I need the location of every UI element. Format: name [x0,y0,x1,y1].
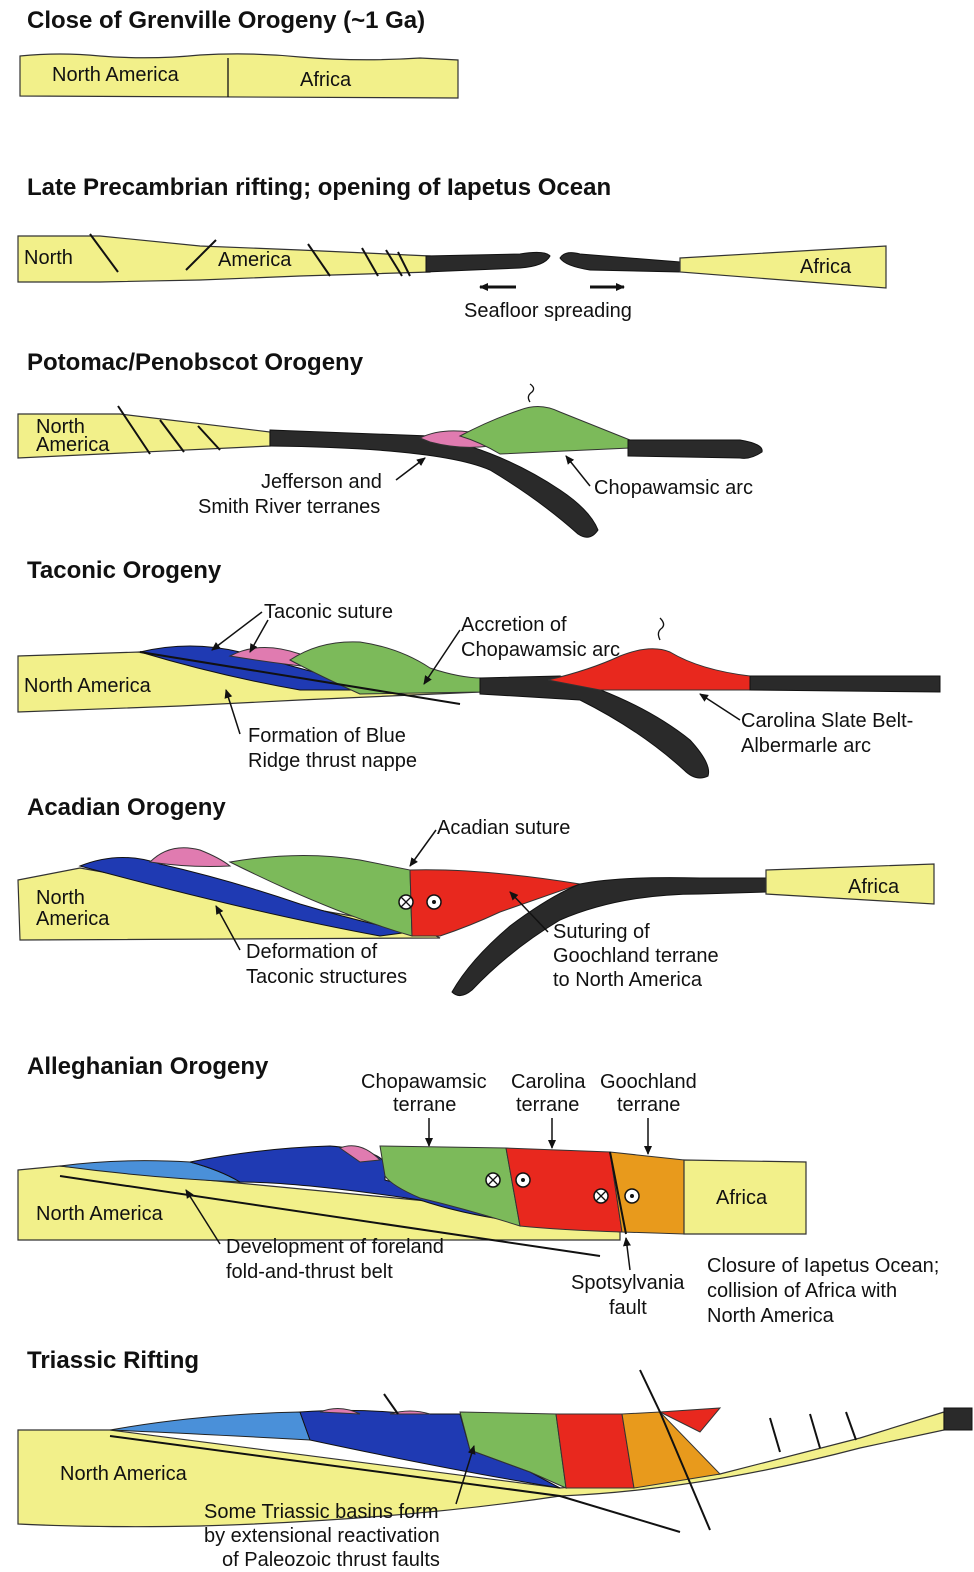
america-label: America [218,249,292,271]
taconic-suture-label: Taconic suture [264,601,393,623]
spotsylvania-label-2: fault [609,1297,647,1319]
rift-fault-1 [770,1418,780,1452]
basins-label-2: by extensional reactivation [204,1525,440,1547]
deformation-label-1: Deformation of [246,941,378,963]
panel-taconic: Taconic Orogeny Taconic suture Accretion… [18,557,940,778]
accretion-label-1: Accretion of [461,614,567,636]
carolina-pointer [700,694,740,720]
goochland-terrane-label-2: terrane [617,1094,680,1116]
panel-title: Alleghanian Orogeny [27,1053,269,1080]
volcano-symbol [528,384,533,402]
border-fault-left [384,1394,398,1414]
goochland-terrane [610,1152,684,1234]
north-label: North [24,247,73,269]
ocean-crust-right [560,253,680,272]
jefferson-label-2: Smith River terranes [198,496,380,518]
america-label: America [36,434,110,456]
rift-fault-3 [846,1412,856,1440]
panel-potomac: Potomac/Penobscot Orogeny North America … [18,349,762,537]
suturing-label-2: Goochland terrane [553,945,719,967]
panel-acadian: Acadian Orogeny Acadian suture North Ame… [18,794,934,996]
taconic-pink [150,848,230,867]
chopawamsic-terrane-label-1: Chopawamsic [361,1071,487,1093]
north-america-label: North America [52,64,180,86]
chopawamsic-arc-label: Chopawamsic arc [594,477,753,499]
north-america-label: North America [60,1463,188,1485]
jefferson-pointer [396,458,425,480]
carolina-terrane [556,1414,634,1488]
toward-dot-1 [521,1178,525,1182]
panel-grenville: Close of Grenville Orogeny (~1 Ga) North… [20,7,458,98]
closure-label-3: North America [707,1305,835,1327]
accretion-label-2: Chopawamsic arc [461,639,620,661]
carolina-terrane-label-1: Carolina [511,1071,586,1093]
deformation-label-2: Taconic structures [246,966,407,988]
carolina-label-1: Carolina Slate Belt- [741,710,913,732]
basins-label-1: Some Triassic basins form [204,1501,439,1523]
spotsylvania-label-1: Spotsylvania [571,1272,685,1294]
africa-crust [680,246,886,288]
blue-ridge-label-1: Formation of Blue [248,725,406,747]
africa-label: Africa [300,69,352,91]
ocean-crust-right [944,1408,972,1430]
ocean-crust-right [628,440,762,458]
africa-label: Africa [848,876,900,898]
goochland-terrane-label-1: Goochland [600,1071,697,1093]
spotsylvania-pointer [626,1238,630,1270]
jefferson-label-1: Jefferson and [261,471,382,493]
panel-title: Close of Grenville Orogeny (~1 Ga) [27,7,425,34]
chopawamsic-terrane-label-2: terrane [393,1094,456,1116]
volcano-symbol [658,618,663,640]
suturing-label-3: to North America [553,969,703,991]
chopawamsic-pointer [566,456,590,486]
north-america-label: North America [24,675,152,697]
ocean-crust-right [750,676,940,692]
north-america-label: North America [36,1203,164,1225]
america-label: America [36,908,110,930]
foreland-label-2: fold-and-thrust belt [226,1261,393,1283]
panel-triassic: Triassic Rifting North America Some Tria… [18,1347,972,1571]
ocean-crust-left [426,252,550,272]
acadian-suture-pointer [410,830,436,866]
foreland-label-1: Development of foreland [226,1236,444,1258]
panel-title: Taconic Orogeny [27,557,222,584]
carolina-terrane-label-2: terrane [516,1094,579,1116]
panel-rifting: Late Precambrian rifting; opening of Iap… [18,174,886,322]
acadian-suture-label: Acadian suture [437,817,570,839]
africa-label: Africa [716,1187,768,1209]
suture-toward-dot [432,900,436,904]
closure-label-1: Closure of Iapetus Ocean; [707,1255,939,1277]
africa-label: Africa [800,256,852,278]
toward-dot-2 [630,1194,634,1198]
north-label: North [36,887,85,909]
panel-title: Late Precambrian rifting; opening of Iap… [27,174,611,201]
panel-alleghanian: Alleghanian Orogeny Chopawamsic terrane … [18,1053,939,1327]
subducting-slab [480,676,709,778]
panel-title: Acadian Orogeny [27,794,226,821]
panel-title: Triassic Rifting [27,1347,199,1374]
rift-fault-2 [810,1414,820,1448]
basins-label-3: of Paleozoic thrust faults [222,1549,440,1571]
suturing-label-1: Suturing of [553,921,650,943]
carolina-label-2: Albermarle arc [741,735,871,757]
seafloor-spreading-label: Seafloor spreading [464,300,632,322]
blue-ridge-label-2: Ridge thrust nappe [248,750,417,772]
closure-label-2: collision of Africa with [707,1280,897,1302]
panel-title: Potomac/Penobscot Orogeny [27,349,364,376]
